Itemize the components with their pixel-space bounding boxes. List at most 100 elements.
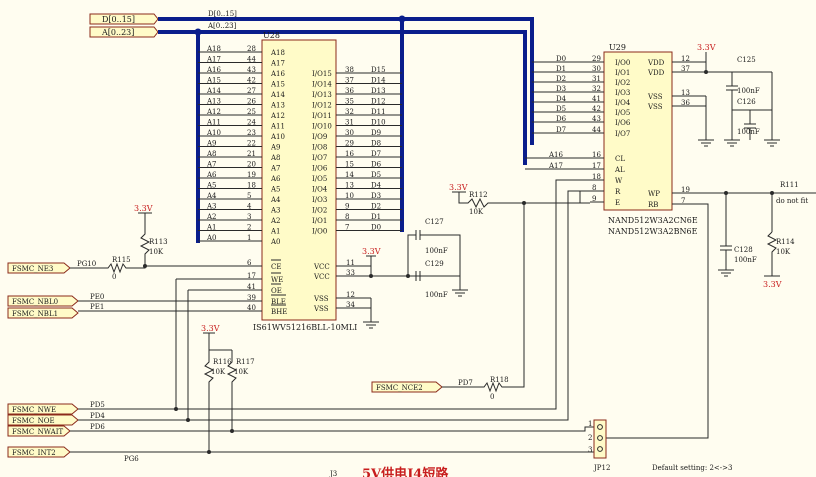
- u29-pin-name: I/O3: [615, 89, 630, 97]
- d-bus-label-box: [89, 13, 159, 25]
- u28-data-pin-num: 38: [345, 66, 354, 74]
- pg6-label: PG6: [124, 455, 139, 463]
- a-bus-line: [158, 30, 200, 243]
- u28-addr-pin-name: A16: [270, 70, 286, 78]
- fsmc-noe-port: [7, 414, 79, 426]
- u28-data-net: D12: [371, 98, 386, 106]
- c126-ref: C126: [737, 98, 756, 106]
- c125-symbol: [726, 72, 738, 110]
- fsmc-nce2-label: FSMC_NCE2: [376, 384, 423, 392]
- we-net: [175, 278, 248, 409]
- oe-net: [187, 289, 248, 420]
- u29-pin-num: 18: [592, 173, 601, 181]
- pd4-label: PD4: [90, 412, 105, 420]
- r116-ref: R116: [213, 358, 232, 366]
- u29-pin-net: D4: [556, 95, 567, 103]
- u28-addr-pin-name: A10: [270, 133, 285, 141]
- u29-pin-net: D0: [556, 55, 566, 63]
- noe-net: [78, 190, 590, 421]
- u28-data-net: D0: [371, 224, 381, 232]
- c127-val: 100nF: [425, 247, 448, 255]
- u28-addr-net: A17: [206, 56, 221, 64]
- u28-data-pin-num: 37: [345, 77, 354, 85]
- r116-symbol: [203, 332, 232, 452]
- c126-symbol: [732, 72, 773, 140]
- d-bus-label: D[0..15]: [102, 15, 135, 24]
- fsmc-nce2-port: [371, 381, 443, 393]
- u28-pwr-pin-name: VSS: [313, 295, 329, 303]
- fsmc-nwait-port: [7, 425, 71, 437]
- u28-data-pin-name: I/O1: [312, 217, 327, 225]
- u28-data-pin-num: 30: [345, 129, 354, 137]
- u28-addr-pin-name: A15: [270, 81, 285, 89]
- u28-ctrl-pin-num: 6: [247, 259, 252, 267]
- c129-ref: C129: [425, 260, 444, 268]
- c128-ref: C128: [734, 246, 753, 254]
- u28-data-pin-num: 9: [345, 203, 349, 211]
- u28-addr-net: A15: [206, 77, 221, 85]
- noe-junction: [186, 418, 190, 422]
- r115-val: 0: [112, 273, 116, 281]
- u28-addr-net: A5: [206, 182, 217, 190]
- u28-ref: U28: [263, 31, 280, 40]
- r117-symbol: [226, 350, 238, 431]
- pe1-label: PE1: [90, 303, 104, 311]
- u28-addr-pin-num: 21: [247, 150, 256, 158]
- u28-addr-pin-num: 43: [247, 66, 256, 74]
- pg10-label: PG10: [77, 260, 96, 268]
- u28-data-pin-num: 31: [345, 119, 354, 127]
- fsmc-noe-label: FSMC_NOE: [12, 417, 55, 425]
- u28-addr-pin-num: 20: [247, 161, 256, 169]
- jp12-ref: JP12: [593, 464, 610, 472]
- u28-addr-net: A2: [206, 213, 217, 221]
- u29-rpin-name: VSS: [647, 103, 663, 111]
- u29-pin-num: 32: [592, 85, 601, 93]
- fsmc-nwe-port: [7, 403, 79, 415]
- u28-addr-net: A6: [206, 171, 217, 179]
- u29-pin-net: D2: [556, 75, 566, 83]
- jp12-p1: 1: [588, 420, 592, 428]
- u29-part2: NAND512W3A2BN6E: [608, 227, 698, 236]
- u28-data-pin-name: I/O9: [312, 133, 327, 141]
- u28-addr-pin-num: 23: [247, 129, 256, 137]
- u28-data-pin-name: I/O6: [312, 165, 328, 173]
- u28-data-net: D7: [371, 150, 381, 158]
- pe0-label: PE0: [90, 293, 104, 301]
- u29-pin-name: E: [615, 199, 620, 207]
- u29-decoupling: 3.3V C125 100nF C126 100nF: [690, 43, 780, 147]
- u28-addr-pin-num: 4: [247, 203, 252, 211]
- c129-symbol: [415, 271, 421, 281]
- u28-data-pin-num: 36: [345, 87, 354, 95]
- u29-rpin-num: 13: [681, 89, 690, 97]
- u28-data-pin-num: 15: [345, 161, 354, 169]
- u28-addr-pin-num: 25: [247, 108, 256, 116]
- u28-data-pin-num: 29: [345, 140, 354, 148]
- u29-rpin-name: WP: [648, 190, 660, 198]
- a-bus-top-label: A[0..23]: [207, 22, 237, 30]
- u28-addr-pin-num: 5: [247, 192, 251, 200]
- fsmc-nbl1-label: FSMC_NBL1: [12, 310, 58, 318]
- u29-pin-num: 41: [592, 95, 601, 103]
- u29-vdd-junction: [704, 70, 708, 74]
- c125-gnd-icon: [724, 110, 740, 147]
- fsmc-nbl1-port: [7, 307, 79, 319]
- r112-ref: R112: [469, 191, 488, 199]
- u28-addr-pin-num: 2: [247, 224, 251, 232]
- u29-rpin-num: 12: [681, 55, 690, 63]
- u28-vcc-label: 3.3V: [362, 247, 381, 256]
- pd5-label: PD5: [90, 401, 105, 409]
- u29-rpin-name: VDD: [647, 59, 665, 67]
- jp12-pin1: [597, 424, 603, 430]
- u29-rpin-name: VDD: [647, 69, 665, 77]
- u28-ctrl-pin-name: CE: [271, 263, 281, 271]
- u29-pin-net: D6: [556, 115, 567, 123]
- nwe-net: [78, 179, 590, 410]
- u29-pin-net: D7: [556, 126, 566, 134]
- c126-val: 100nF: [737, 128, 760, 136]
- u28-data-pin-num: 32: [345, 108, 354, 116]
- u28-data-net: D4: [371, 182, 382, 190]
- left-signals: 3.3V R113 10K FSMC_NE3 PG10 R115 0 FSMC_…: [7, 179, 594, 463]
- u29-pin-net: A17: [548, 162, 563, 170]
